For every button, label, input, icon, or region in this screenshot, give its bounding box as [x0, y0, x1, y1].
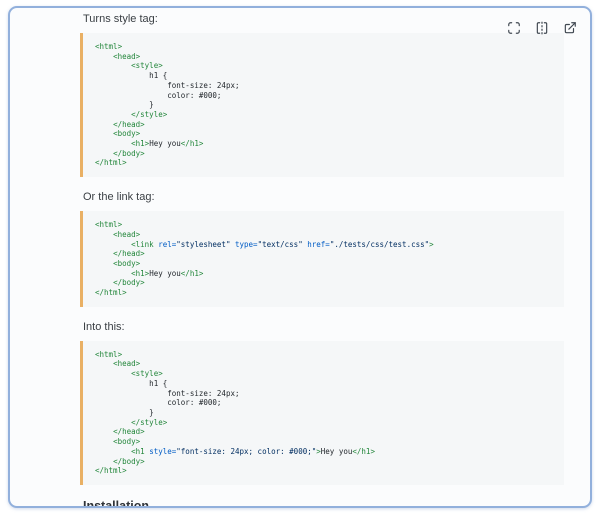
code-line: <html>	[95, 349, 123, 359]
code-line: </body>	[113, 148, 145, 158]
code-line: font-size: 24px;	[95, 388, 240, 398]
code-line: <html>	[95, 220, 123, 230]
code-line: font-size: 24px;	[95, 80, 240, 90]
code-line: h1 {	[95, 71, 168, 81]
code-line: </html>	[95, 288, 127, 298]
code-line: <head>	[113, 359, 141, 369]
preview-toolbar	[506, 20, 577, 35]
code-line: <h1>Hey you</h1>	[131, 268, 204, 278]
code-line: <h1>Hey you</h1>	[131, 139, 204, 149]
code-line: <body>	[113, 437, 141, 447]
code-line: color: #000;	[95, 398, 222, 408]
flip-horizontal-icon	[535, 21, 549, 35]
fullscreen-button[interactable]	[506, 20, 521, 35]
readme-preview-card: Turns style tag: <html> <head> <style> h…	[8, 6, 592, 508]
fullscreen-icon	[507, 21, 521, 35]
code-line: </style>	[131, 109, 168, 119]
code-line: <h1 style="font-size: 24px; color: #000;…	[131, 446, 375, 456]
code-line: </style>	[131, 417, 168, 427]
paragraph-turns-style-tag: Turns style tag:	[83, 13, 158, 25]
code-line: <link rel="stylesheet" type="text/css" h…	[131, 239, 434, 249]
code-line: <style>	[131, 61, 163, 71]
code-line: color: #000;	[95, 90, 222, 100]
code-line: <html>	[95, 42, 123, 51]
code-line: <style>	[131, 369, 163, 379]
code-line: </head>	[113, 249, 145, 259]
open-external-button[interactable]	[562, 20, 577, 35]
code-line: h1 {	[95, 378, 168, 388]
code-block-inlined-result: <html> <head> <style> h1 { font-size: 24…	[80, 340, 564, 485]
code-line: </html>	[95, 158, 127, 168]
external-link-icon	[563, 21, 577, 35]
code-line: <body>	[113, 129, 141, 139]
flip-horizontal-button[interactable]	[534, 20, 549, 35]
code-line: <head>	[113, 229, 141, 239]
paragraph-or-link-tag: Or the link tag:	[83, 191, 155, 204]
code-line: </body>	[113, 278, 145, 288]
code-line: }	[95, 407, 154, 417]
code-block-link-tag: <html> <head> <link rel="stylesheet" typ…	[80, 211, 564, 307]
code-line: </head>	[113, 119, 145, 129]
code-line: <head>	[113, 51, 141, 61]
code-line: <body>	[113, 258, 141, 268]
installation-heading: Installation	[83, 498, 149, 508]
code-line: }	[95, 100, 154, 110]
code-block-style-tag: <html> <head> <style> h1 { font-size: 24…	[80, 33, 564, 178]
code-line: </head>	[113, 427, 145, 437]
readme-content: Turns style tag: <html> <head> <style> h…	[80, 8, 564, 508]
paragraph-into-this: Into this:	[83, 320, 125, 333]
code-line: </body>	[113, 456, 145, 466]
code-line: </html>	[95, 466, 127, 476]
